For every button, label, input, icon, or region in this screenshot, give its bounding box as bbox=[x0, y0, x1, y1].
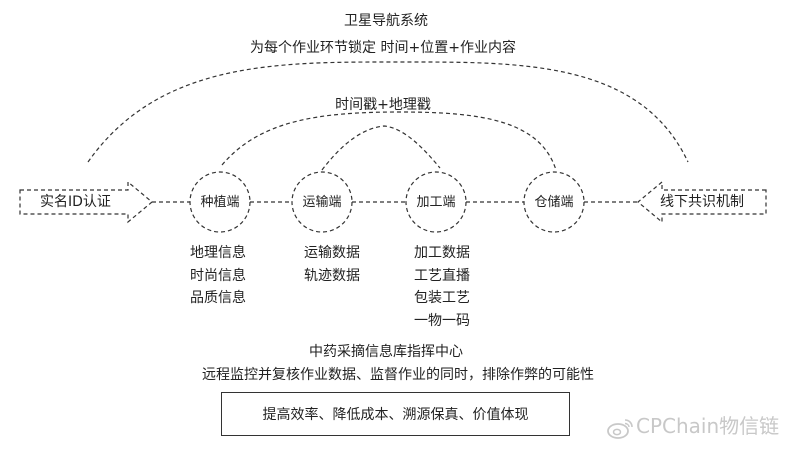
system-title: 卫星导航系统 bbox=[344, 13, 428, 29]
watermark: CPChain物信链 bbox=[606, 414, 779, 439]
command-center-description: 远程监控并复核作业数据、监督作业的同时，排除作弊的可能性 bbox=[202, 367, 594, 383]
node-circle-transport bbox=[291, 171, 353, 233]
result-text: 提高效率、降低成本、溯源保真、价值体现 bbox=[262, 407, 529, 423]
node-label-processing: 加工端 bbox=[416, 195, 456, 210]
stamp-label: 时间戳+地理戳 bbox=[335, 97, 431, 113]
list-item: 一物一码 bbox=[414, 312, 470, 329]
watermark-text: CPChain物信链 bbox=[636, 414, 780, 438]
node-label-planting: 种植端 bbox=[200, 195, 240, 210]
list-item: 加工数据 bbox=[414, 245, 470, 261]
processing-item-list: 加工数据 工艺直播 包装工艺 一物一码 bbox=[414, 242, 470, 332]
right-arrow-outline bbox=[637, 180, 767, 224]
transport-item-list: 运输数据 轨迹数据 bbox=[304, 242, 360, 287]
list-item: 运输数据 bbox=[304, 245, 360, 261]
right-arrow-label: 线下共识机制 bbox=[660, 194, 744, 210]
node-label-transport: 运输端 bbox=[302, 195, 342, 210]
command-center-title: 中药采摘信息库指挥中心 bbox=[309, 344, 463, 360]
inner-arc bbox=[221, 111, 557, 171]
node-circle-processing bbox=[405, 171, 467, 233]
system-subtitle: 为每个作业环节锁定 时间+位置+作业内容 bbox=[250, 40, 516, 56]
bump-arc bbox=[321, 125, 441, 171]
weibo-icon bbox=[607, 418, 633, 439]
outer-arc bbox=[87, 61, 689, 163]
left-arrow-label: 实名ID认证 bbox=[40, 194, 111, 210]
list-item: 时尚信息 bbox=[190, 267, 246, 284]
node-circle-planting bbox=[189, 171, 251, 233]
list-item: 品质信息 bbox=[190, 290, 246, 306]
node-circle-storage bbox=[523, 171, 585, 233]
list-item: 轨迹数据 bbox=[304, 267, 360, 284]
list-item: 包装工艺 bbox=[414, 290, 470, 306]
list-item: 工艺直播 bbox=[414, 267, 470, 284]
node-label-storage: 仓储端 bbox=[534, 195, 574, 210]
planting-item-list: 地理信息 时尚信息 品质信息 bbox=[190, 242, 246, 310]
list-item: 地理信息 bbox=[190, 245, 246, 261]
result-box: 提高效率、降低成本、溯源保真、价值体现 bbox=[221, 392, 570, 436]
left-arrow-outline bbox=[19, 180, 153, 224]
